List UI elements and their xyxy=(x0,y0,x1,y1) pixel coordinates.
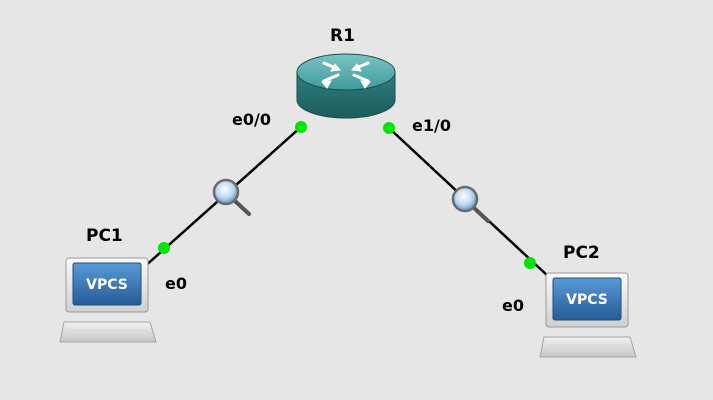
port-label-pc2-e0: e0 xyxy=(502,296,524,315)
router-icon[interactable] xyxy=(296,53,396,119)
computer-icon[interactable] xyxy=(59,257,157,343)
port-label-pc1-e0: e0 xyxy=(165,274,187,293)
node-label-pc2[interactable]: PC2 xyxy=(563,243,600,263)
port-status-pc1-e0 xyxy=(158,242,170,254)
node-label-pc1[interactable]: PC1 xyxy=(86,226,123,246)
port-status-pc2-e0 xyxy=(524,257,536,269)
port-label-r1-e10: e1/0 xyxy=(412,116,451,135)
port-status-r1-e10 xyxy=(383,122,395,134)
node-label-r1[interactable]: R1 xyxy=(330,26,355,46)
magnifier-icon[interactable] xyxy=(451,185,490,223)
pc2-screen-label: VPCS xyxy=(566,292,608,308)
computer-icon[interactable] xyxy=(539,272,637,358)
magnifier-icon[interactable] xyxy=(212,178,251,216)
port-status-r1-e00 xyxy=(295,121,307,133)
port-label-r1-e00: e0/0 xyxy=(232,110,271,129)
pc1-screen-label: VPCS xyxy=(86,277,128,293)
